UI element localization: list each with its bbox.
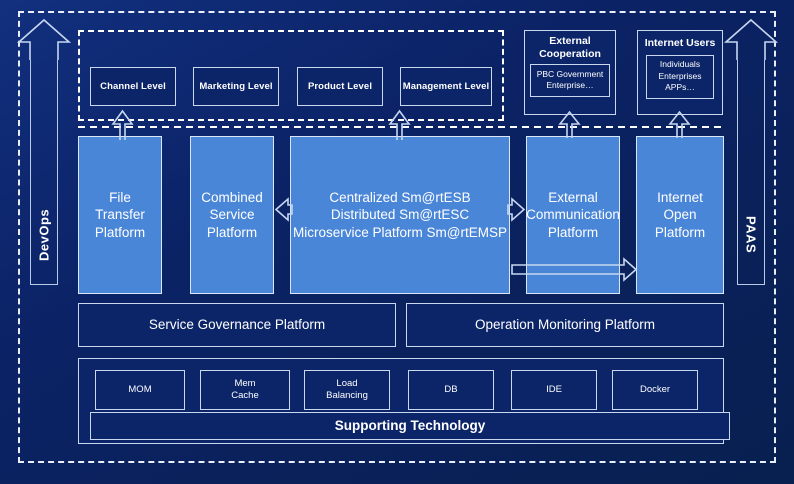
consumer-box-management-level[interactable]: Management Level — [400, 67, 492, 106]
internet-users-title: Internet Users — [638, 31, 722, 50]
tech-box-docker[interactable]: Docker — [612, 370, 698, 410]
platform-combined-service-line3: Platform — [206, 224, 258, 240]
service-governance-platform[interactable]: Service Governance Platform — [78, 303, 396, 347]
external-cooperation-body: PBC Government Enterprise… — [530, 64, 610, 98]
platform-file-transfer[interactable]: File Transfer Platform — [78, 136, 162, 294]
consumer-box-product-level[interactable]: Product Level — [297, 67, 383, 106]
devops-pillar — [30, 60, 58, 285]
tech-box-load-balancing-line1: Load — [336, 378, 358, 390]
external-cooperation-title: External Cooperation — [525, 31, 615, 61]
platform-internet-open[interactable]: Internet Open Platform — [636, 136, 724, 294]
operation-monitoring-platform[interactable]: Operation Monitoring Platform — [406, 303, 724, 347]
consumer-box-marketing-level[interactable]: Marketing Level — [193, 67, 279, 106]
platform-external-communication-line2: Communication — [526, 207, 620, 223]
platform-internet-open-line3: Platform — [654, 224, 706, 240]
internet-users-panel[interactable]: Internet Users Individuals Enterprises A… — [637, 30, 723, 115]
platform-esb-core-line3: Microservice Platform Sm@rtEMSP — [293, 224, 507, 240]
external-cooperation-panel[interactable]: External Cooperation PBC Government Ente… — [524, 30, 616, 115]
tech-box-mem-cache-line1: Mem — [234, 378, 256, 390]
external-cooperation-body-line2: Enterprise… — [546, 80, 594, 91]
internet-users-body-line2: Enterprises — [658, 70, 702, 81]
platform-esb-core-line1: Centralized Sm@rtESB — [329, 189, 471, 205]
platform-file-transfer-line3: Platform — [94, 224, 146, 240]
tech-box-ide[interactable]: IDE — [511, 370, 597, 410]
external-cooperation-title-line1: External — [549, 35, 591, 47]
paas-pillar-label: PAAS — [743, 216, 759, 254]
platform-external-communication-line1: External — [548, 189, 598, 205]
platform-esb-core-line2: Distributed Sm@rtESC — [330, 207, 470, 223]
tech-box-load-balancing-line2: Balancing — [326, 390, 368, 401]
platform-esb-core[interactable]: Centralized Sm@rtESB Distributed Sm@rtES… — [290, 136, 510, 294]
internet-users-body-line3: APPs… — [665, 82, 695, 93]
internet-users-title-line1: Internet Users — [644, 37, 716, 49]
internet-users-body-line1: Individuals — [659, 59, 701, 70]
platform-internet-open-line2: Open — [663, 207, 697, 223]
platform-external-communication[interactable]: External Communication Platform — [526, 136, 620, 294]
devops-pillar-label: DevOps — [36, 208, 52, 262]
tech-box-ide-line1: IDE — [546, 384, 562, 396]
internet-users-body: Individuals Enterprises APPs… — [646, 55, 714, 99]
platform-internet-open-line1: Internet — [657, 189, 703, 205]
tech-box-mem-cache[interactable]: Mem Cache — [200, 370, 290, 410]
external-cooperation-title-line2: Cooperation — [539, 48, 601, 61]
tech-box-load-balancing[interactable]: Load Balancing — [304, 370, 390, 410]
platform-combined-service[interactable]: Combined Service Platform — [190, 136, 274, 294]
platform-file-transfer-line1: File — [109, 189, 131, 205]
external-cooperation-body-line1: PBC Government — [536, 69, 604, 80]
tech-box-docker-line1: Docker — [639, 384, 671, 396]
outer-boundary-frame — [18, 11, 776, 463]
platform-external-communication-line3: Platform — [547, 224, 599, 240]
paas-pillar — [737, 60, 765, 285]
platform-combined-service-line1: Combined — [201, 189, 263, 205]
consumer-box-channel-level[interactable]: Channel Level — [90, 67, 176, 106]
tech-box-mom-line1: MOM — [128, 384, 152, 396]
consumer-level-group — [78, 30, 504, 121]
tech-box-db-line1: DB — [444, 384, 458, 396]
platform-combined-service-line2: Service — [209, 207, 255, 223]
tech-box-mem-cache-line2: Cache — [231, 390, 259, 401]
tech-box-mom[interactable]: MOM — [95, 370, 185, 410]
platform-file-transfer-line2: Transfer — [95, 207, 145, 223]
tech-box-db[interactable]: DB — [408, 370, 494, 410]
supporting-technology-footer[interactable]: Supporting Technology — [90, 412, 730, 440]
